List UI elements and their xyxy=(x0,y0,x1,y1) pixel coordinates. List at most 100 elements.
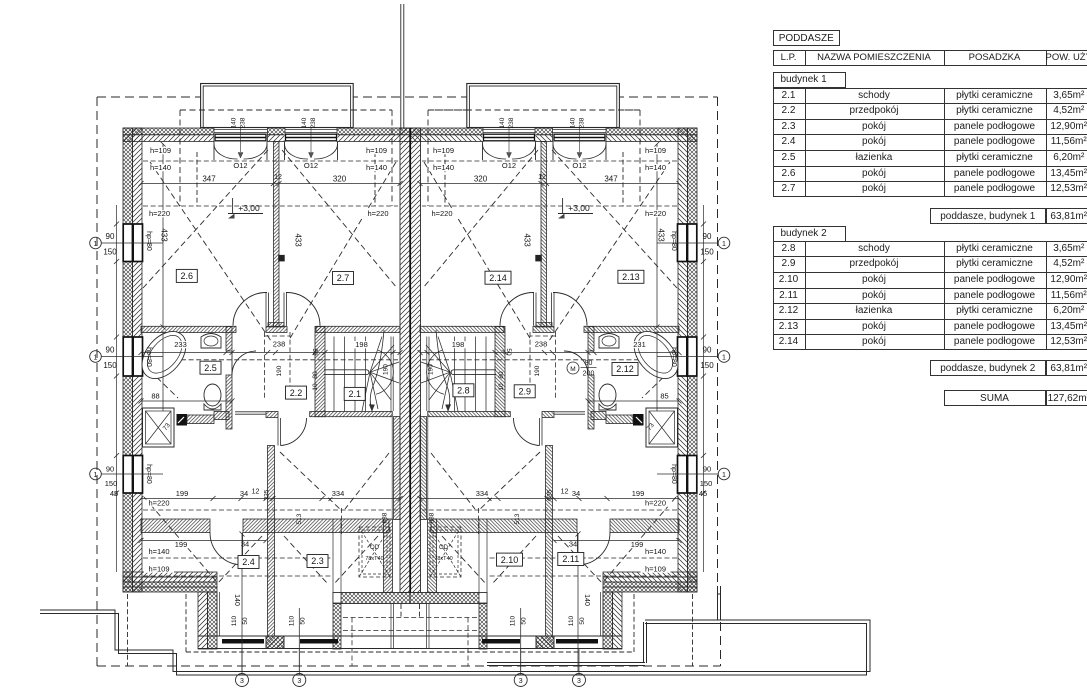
svg-text:34: 34 xyxy=(240,489,248,498)
svg-text:110: 110 xyxy=(510,615,517,626)
svg-text:80: 80 xyxy=(498,371,505,379)
svg-text:238: 238 xyxy=(240,117,247,128)
svg-text:hp=80: hp=80 xyxy=(145,347,152,367)
svg-text:88: 88 xyxy=(151,392,159,401)
svg-text:2.1: 2.1 xyxy=(348,389,361,399)
svg-text:hp=80: hp=80 xyxy=(670,231,677,251)
svg-text:90: 90 xyxy=(703,346,712,355)
svg-text:h=140: h=140 xyxy=(148,547,169,556)
svg-text:3: 3 xyxy=(577,678,581,685)
svg-text:73: 73 xyxy=(646,422,656,432)
svg-text:334: 334 xyxy=(476,489,489,498)
svg-text:90: 90 xyxy=(106,465,114,474)
svg-text:80: 80 xyxy=(585,360,593,367)
svg-text:335: 335 xyxy=(547,489,554,500)
svg-text:238: 238 xyxy=(508,117,515,128)
svg-text:110: 110 xyxy=(288,615,295,626)
svg-text:199: 199 xyxy=(176,489,189,498)
svg-text:2.13: 2.13 xyxy=(622,272,640,282)
svg-text:45: 45 xyxy=(110,489,118,498)
svg-text:h=109: h=109 xyxy=(645,565,666,574)
svg-text:h=220: h=220 xyxy=(431,209,452,218)
svg-text:h=220: h=220 xyxy=(645,499,666,508)
svg-text:433: 433 xyxy=(523,233,532,247)
svg-text:50: 50 xyxy=(299,617,306,625)
svg-text:90: 90 xyxy=(106,346,115,355)
svg-text:140: 140 xyxy=(301,117,308,128)
svg-text:+3,00: +3,00 xyxy=(238,203,260,213)
svg-text:150: 150 xyxy=(700,248,714,257)
svg-text:838: 838 xyxy=(429,512,436,523)
svg-text:h=220: h=220 xyxy=(645,209,666,218)
svg-text:12: 12 xyxy=(561,489,569,496)
svg-text:238: 238 xyxy=(273,340,286,349)
svg-text:433: 433 xyxy=(160,228,169,242)
svg-text:231: 231 xyxy=(633,340,646,349)
svg-text:198: 198 xyxy=(355,340,368,349)
svg-text:90: 90 xyxy=(703,232,712,241)
svg-text:3: 3 xyxy=(297,678,301,685)
svg-text:h=220: h=220 xyxy=(148,499,169,508)
svg-text:hp=80: hp=80 xyxy=(670,347,677,367)
svg-text:80: 80 xyxy=(312,371,319,379)
svg-text:85: 85 xyxy=(660,392,668,401)
svg-text:O12: O12 xyxy=(233,161,247,170)
svg-text:140: 140 xyxy=(583,594,590,606)
svg-text:190: 190 xyxy=(534,365,541,376)
svg-text:3: 3 xyxy=(519,678,523,685)
svg-text:238: 238 xyxy=(535,340,548,349)
svg-text:90: 90 xyxy=(703,465,711,474)
svg-text:O12: O12 xyxy=(304,161,318,170)
svg-text:+3,00: +3,00 xyxy=(568,203,590,213)
svg-text:1: 1 xyxy=(94,472,98,479)
svg-text:2.11: 2.11 xyxy=(562,554,579,564)
svg-text:513: 513 xyxy=(296,513,303,524)
svg-text:2.14: 2.14 xyxy=(489,273,507,283)
svg-text:73: 73 xyxy=(162,422,172,432)
svg-text:h=109: h=109 xyxy=(433,146,454,155)
svg-text:h=140: h=140 xyxy=(645,163,666,172)
svg-text:347: 347 xyxy=(604,175,618,184)
svg-text:1: 1 xyxy=(722,354,726,361)
svg-text:h=140: h=140 xyxy=(150,163,171,172)
svg-text:2.10: 2.10 xyxy=(501,555,519,565)
svg-text:2.5: 2.5 xyxy=(204,363,217,373)
svg-text:34: 34 xyxy=(569,540,577,549)
svg-text:O12: O12 xyxy=(502,161,516,170)
svg-text:150: 150 xyxy=(700,361,714,370)
svg-text:10: 10 xyxy=(312,383,319,391)
svg-text:190: 190 xyxy=(428,364,435,375)
svg-text:OD: OD xyxy=(370,545,380,551)
svg-text:198: 198 xyxy=(452,340,465,349)
svg-text:2.8: 2.8 xyxy=(457,386,470,396)
svg-text:150: 150 xyxy=(103,248,117,257)
svg-text:1: 1 xyxy=(722,241,726,248)
svg-text:335: 335 xyxy=(264,489,271,500)
svg-text:150: 150 xyxy=(105,479,118,488)
svg-text:320: 320 xyxy=(474,175,488,184)
svg-text:1: 1 xyxy=(94,354,98,361)
svg-text:78xT40: 78xT40 xyxy=(434,556,452,562)
svg-text:hp=80: hp=80 xyxy=(145,231,152,251)
svg-text:h=109: h=109 xyxy=(148,565,169,574)
svg-text:2.6: 2.6 xyxy=(181,271,194,281)
svg-text:199: 199 xyxy=(632,489,645,498)
svg-text:h=140: h=140 xyxy=(433,163,454,172)
svg-text:12: 12 xyxy=(252,489,260,496)
svg-text:238: 238 xyxy=(579,117,586,128)
svg-text:199: 199 xyxy=(631,540,644,549)
svg-text:838: 838 xyxy=(382,512,389,523)
svg-text:50: 50 xyxy=(242,617,249,625)
svg-text:140: 140 xyxy=(499,117,506,128)
svg-text:513: 513 xyxy=(514,513,521,524)
svg-text:1: 1 xyxy=(722,472,726,479)
svg-text:320: 320 xyxy=(333,175,347,184)
svg-text:O12: O12 xyxy=(572,161,586,170)
svg-text:140: 140 xyxy=(570,117,577,128)
svg-text:110: 110 xyxy=(568,615,575,626)
svg-text:2.12: 2.12 xyxy=(616,364,634,374)
svg-text:90: 90 xyxy=(106,232,115,241)
svg-text:190: 190 xyxy=(276,365,283,376)
svg-text:50: 50 xyxy=(579,617,586,625)
svg-text:78xT40: 78xT40 xyxy=(365,556,383,562)
